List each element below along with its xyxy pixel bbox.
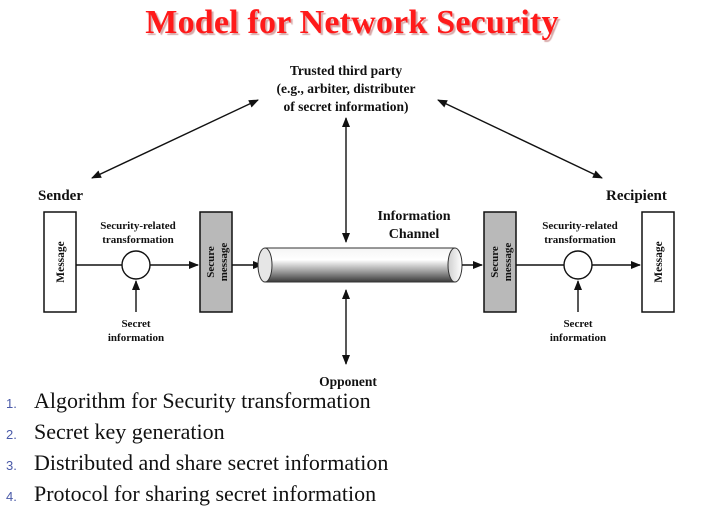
recipient-secure-message-box [483, 211, 517, 313]
sender-message-box [43, 211, 77, 313]
recipient-transformation-line2: transformation [544, 234, 616, 246]
list-item-number: 1. [6, 396, 17, 411]
sender-secret-line1: Secret [121, 318, 150, 330]
sender-transformation-circle [121, 250, 151, 280]
recipient-message-label: Message [653, 241, 665, 283]
information-channel-pipe [264, 247, 456, 283]
list-item-number: 2. [6, 427, 17, 442]
list-item: 2. Secret key generation [6, 419, 388, 450]
sender-secure-line2: message [218, 243, 230, 282]
arrow-ttp-sender [91, 99, 259, 179]
list-item: 1. Algorithm for Security transformation [6, 388, 388, 419]
list-item: 4. Protocol for sharing secret informatio… [6, 481, 388, 512]
recipient-secure-line1: Secure [489, 246, 501, 278]
pipe-left-end [257, 247, 273, 283]
list-item-text: Algorithm for Security transformation [34, 388, 371, 413]
list-item-text: Secret key generation [34, 419, 225, 444]
recipient-transformation-circle [563, 250, 593, 280]
sender-secure-line1: Secure [205, 246, 217, 278]
recipient-secret-line2: information [550, 332, 606, 344]
list-item-text: Protocol for sharing secret information [34, 481, 377, 506]
requirements-list: 1.Algorithm for Security transformation … [6, 388, 388, 512]
arrow-ttp-recipient [437, 99, 603, 179]
trusted-third-party-line2: (e.g., arbiter, distributer [277, 81, 416, 96]
recipient-secure-line2: message [502, 243, 514, 282]
list-item-number: 4. [6, 489, 17, 504]
trusted-third-party-line1: Trusted third party [290, 63, 403, 78]
sender-message-label: Message [55, 241, 67, 283]
sender-transformation-line2: transformation [102, 234, 174, 246]
sender-label: Sender [38, 188, 83, 204]
opponent-label: Opponent [319, 374, 377, 389]
list-item-number: 3. [6, 458, 17, 473]
sender-secret-line2: information [108, 332, 164, 344]
recipient-transformation-line1: Security-related [542, 220, 618, 232]
recipient-secret-line1: Secret [563, 318, 592, 330]
recipient-message-box [641, 211, 675, 313]
sender-transformation-line1: Security-related [100, 220, 176, 232]
list-item: 3. Distributed and share secret informati… [6, 450, 388, 481]
pipe-right-end [447, 247, 463, 283]
information-channel-line2: Channel [389, 227, 440, 242]
recipient-label: Recipient [606, 188, 667, 204]
sender-secure-message-box [199, 211, 233, 313]
trusted-third-party-line3: of secret information) [284, 99, 409, 114]
information-channel-line1: Information [377, 209, 450, 224]
list-item-text: Distributed and share secret information [34, 450, 389, 475]
page-title: Model for Network Security [145, 4, 559, 41]
